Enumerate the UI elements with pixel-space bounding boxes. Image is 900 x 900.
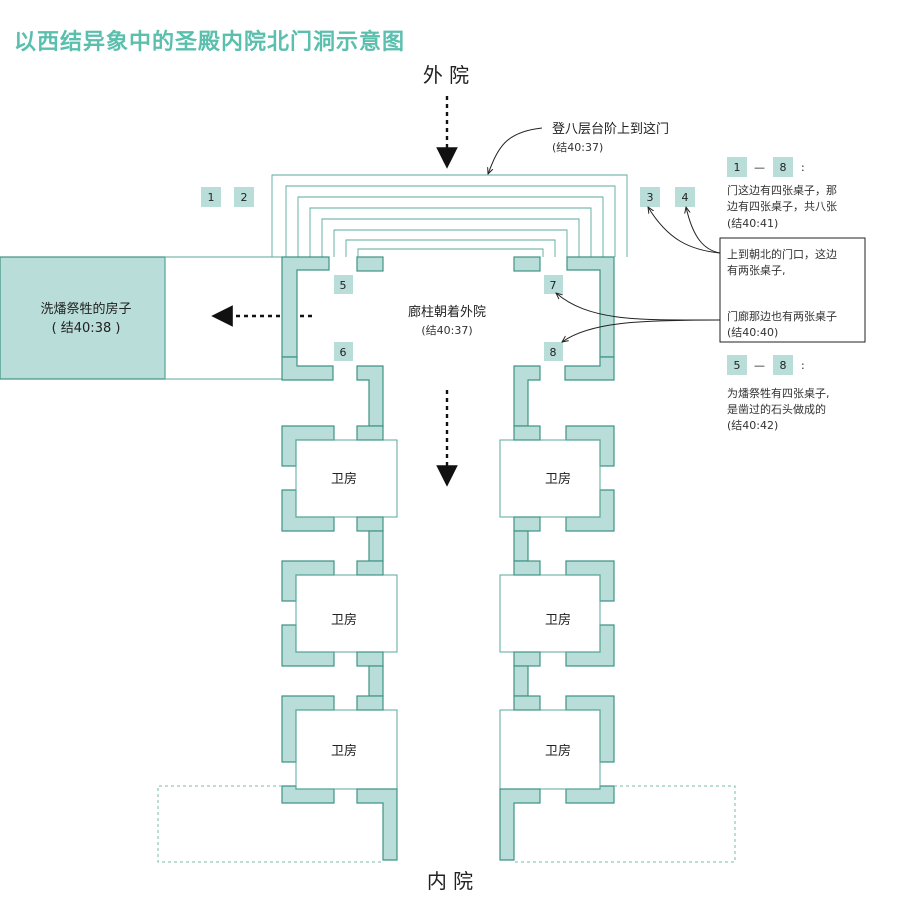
callout-box <box>719 237 866 343</box>
table-number: 6 <box>340 346 347 359</box>
washing-room <box>0 256 166 380</box>
guard-room-label: 卫房 <box>545 743 571 759</box>
portico-label: 廊柱朝着外院 <box>408 304 486 320</box>
svg-text:有两张桌子,: 有两张桌子, <box>727 263 786 277</box>
svg-text:边有四张桌子，共八张: 边有四张桌子，共八张 <box>727 199 837 213</box>
pointer-to-4 <box>686 207 721 254</box>
table-number: 8 <box>550 346 557 359</box>
table-number: 2 <box>241 191 248 204</box>
guard-rooms-right <box>499 425 615 861</box>
stairs-note-ref: (结40:37) <box>552 141 603 154</box>
washing-room-annex <box>164 256 284 380</box>
inner-court-label: 内 院 <box>427 869 473 893</box>
callout-box-text: 上到朝北的门口，这边 有两张桌子, 门廊那边也有两张桌子 (结40:40) <box>727 247 837 339</box>
guard-room-label: 卫房 <box>331 743 357 759</box>
pointer-to-8 <box>562 319 721 342</box>
outer-court-label: 外 院 <box>423 63 469 87</box>
table-number: 5 <box>340 279 347 292</box>
svg-text:是凿过的石头做成的: 是凿过的石头做成的 <box>727 402 826 416</box>
guard-rooms-left <box>281 425 398 861</box>
svg-text:5: 5 <box>734 359 741 372</box>
inner-court-right-outline <box>514 785 736 863</box>
svg-text:8: 8 <box>780 161 787 174</box>
table-number: 1 <box>208 191 215 204</box>
table-markers: 1 2 3 4 5 6 7 8 <box>201 187 695 361</box>
portico-ref: (结40:37) <box>421 324 472 337</box>
svg-text:(结40:40): (结40:40) <box>727 326 778 339</box>
stairs-pointer <box>488 127 543 174</box>
table-number: 4 <box>682 191 689 204</box>
svg-text:—: — <box>754 161 765 174</box>
table-number: 3 <box>647 191 654 204</box>
svg-text:(结40:41): (结40:41) <box>727 217 778 230</box>
svg-text:1: 1 <box>734 161 741 174</box>
svg-text:为燔祭牲有四张桌子,: 为燔祭牲有四张桌子, <box>727 386 830 400</box>
table-number: 7 <box>550 279 557 292</box>
washing-room-label: 洗燔祭牲的房子 <box>40 301 131 317</box>
svg-text:门这边有四张桌子，那: 门这边有四张桌子，那 <box>727 183 837 197</box>
svg-text:上到朝北的门口，这边: 上到朝北的门口，这边 <box>727 247 837 261</box>
guard-room-label: 卫房 <box>331 471 357 487</box>
guard-room-label: 卫房 <box>331 612 357 628</box>
portico-walls <box>281 256 615 427</box>
svg-text::: : <box>801 161 805 174</box>
inner-court-left-outline <box>157 785 383 863</box>
washing-room-ref: ( 结40:38 ) <box>52 321 121 336</box>
svg-text:—: — <box>754 359 765 372</box>
note-tables-1-8: 1 — 8 : 门这边有四张桌子，那 边有四张桌子，共八张 (结40:41) <box>727 157 837 230</box>
note-tables-5-8: 5 — 8 : 为燔祭牲有四张桌子, 是凿过的石头做成的 (结40:42) <box>727 355 830 432</box>
guard-room-label: 卫房 <box>545 471 571 487</box>
svg-text::: : <box>801 359 805 372</box>
pointer-to-3 <box>648 207 721 254</box>
stairs-note: 登八层台阶上到这门 <box>552 121 669 137</box>
svg-text:(结40:42): (结40:42) <box>727 419 778 432</box>
diagram-title: 以西结异象中的圣殿内院北门洞示意图 <box>14 30 406 55</box>
pointer-to-7 <box>556 293 721 321</box>
svg-text:门廊那边也有两张桌子: 门廊那边也有两张桌子 <box>727 309 837 323</box>
guard-room-label: 卫房 <box>545 612 571 628</box>
eight-steps <box>271 174 628 257</box>
svg-text:8: 8 <box>780 359 787 372</box>
